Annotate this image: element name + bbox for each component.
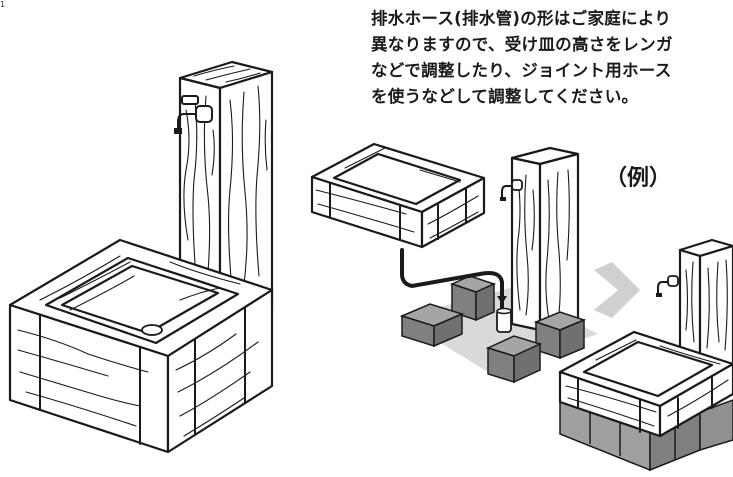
instruction-line: 異なりますので、受け皿の高さをレンガ (371, 35, 673, 54)
middle-faucet-post (510, 146, 580, 332)
direction-arrow (594, 262, 640, 318)
instruction-line: を使うなどして調整してください。 (371, 87, 639, 106)
right-faucet-icon (656, 275, 679, 297)
elevated-basin (310, 142, 486, 249)
middle-bricks (399, 275, 587, 384)
left-faucet-icon (174, 95, 213, 134)
corner-mark: 1 (0, 0, 6, 9)
right-basin (558, 330, 733, 438)
left-faucet-post (178, 60, 274, 324)
instruction-line: 排水ホース(排水管)の形はご家庭により (371, 9, 672, 28)
instructions-text: 排水ホース(排水管)の形はご家庭により 異なりますので、受け皿の高さをレンガ な… (371, 6, 731, 110)
left-basin (8, 238, 274, 454)
instruction-line: などで調整したり、ジョイント用ホース (371, 61, 672, 80)
right-bricks (559, 394, 733, 472)
example-label: （例） (605, 166, 672, 191)
drain-hose (400, 248, 512, 333)
middle-faucet-icon (500, 179, 523, 201)
